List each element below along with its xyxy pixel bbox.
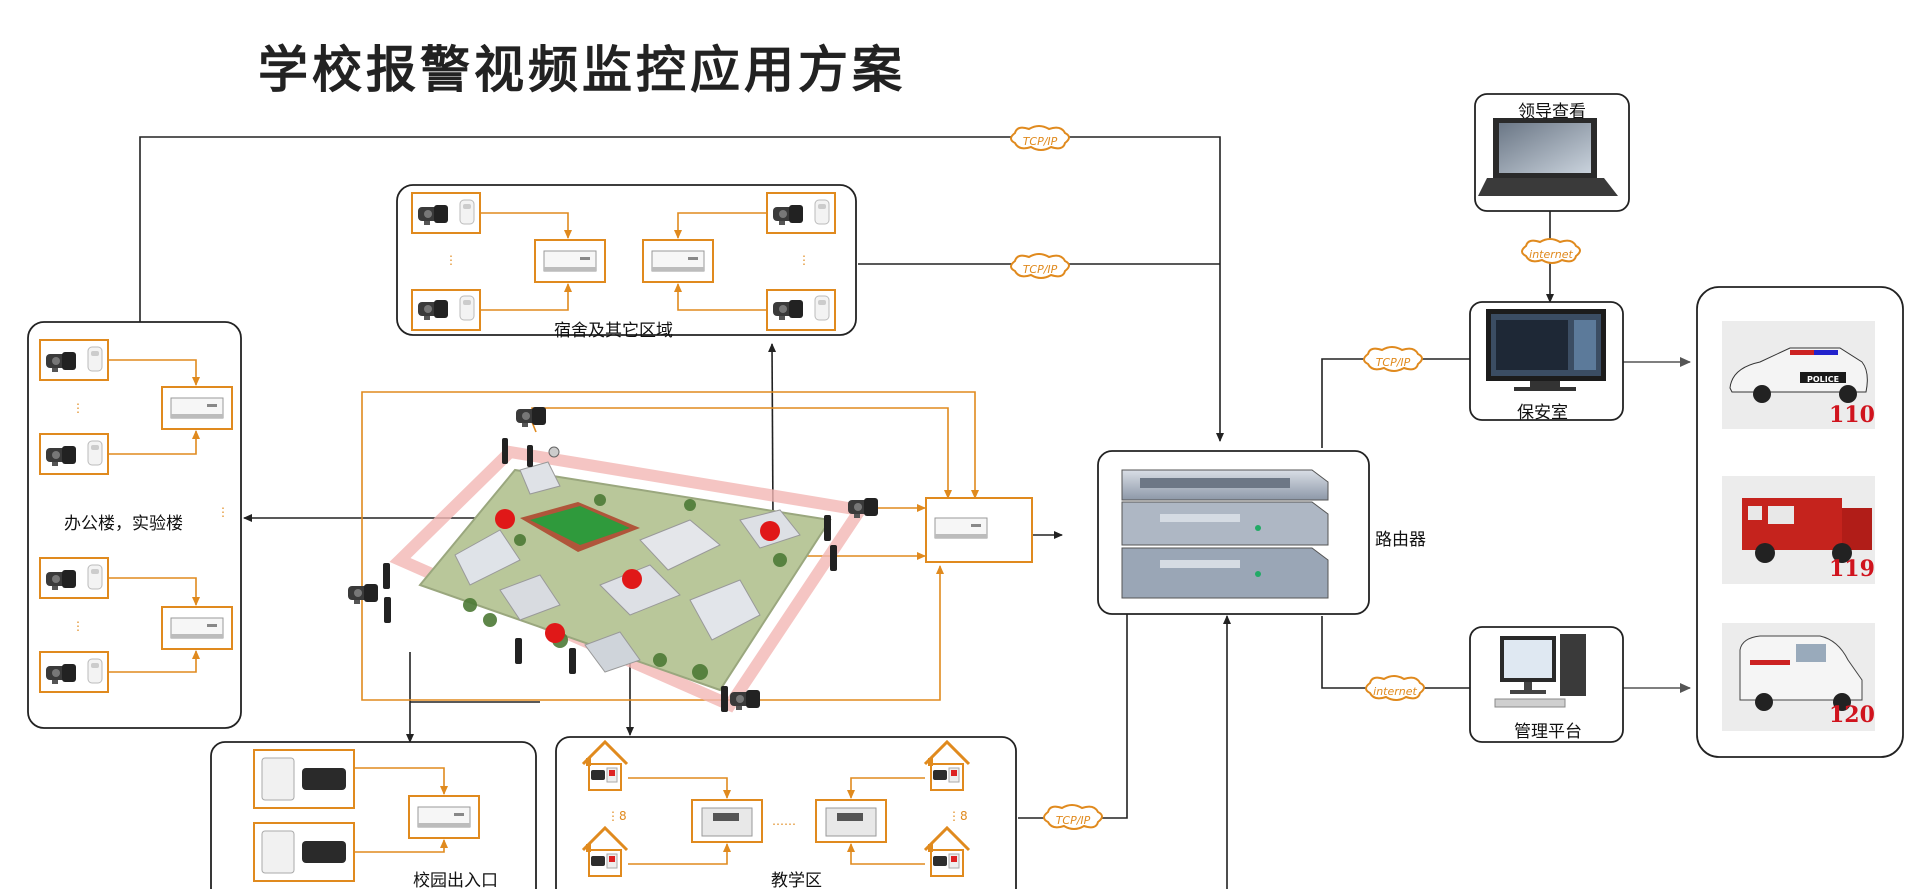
teaching-ellipsis: …… bbox=[772, 814, 796, 828]
number-110: 110 bbox=[1829, 402, 1875, 428]
internet-tag-management: internet bbox=[1365, 675, 1425, 701]
svg-text:⋮: ⋮ bbox=[217, 505, 229, 519]
svg-text:⋮8: ⋮8 bbox=[948, 809, 968, 823]
tcpip-tag-security: TCP/IP bbox=[1363, 346, 1423, 372]
teaching-panel: ⋮8 ⋮8 bbox=[555, 736, 1017, 889]
gate-label: 校园出入口 bbox=[413, 871, 498, 891]
gate-panel bbox=[210, 741, 537, 889]
internet-tag-label: internet bbox=[1529, 248, 1573, 261]
security-label: 保安室 bbox=[1517, 403, 1568, 423]
leader-label: 领导查看 bbox=[1518, 102, 1586, 122]
page-title: 学校报警视频监控应用方案 bbox=[258, 41, 906, 99]
emergency-panel bbox=[1696, 286, 1904, 758]
management-label: 管理平台 bbox=[1514, 722, 1582, 742]
tcpip-tag-label: TCP/IP bbox=[1023, 135, 1058, 148]
teaching-label: 教学区 bbox=[771, 871, 822, 891]
svg-text:⋮8: ⋮8 bbox=[607, 809, 627, 823]
link-router-security bbox=[1321, 358, 1470, 448]
tcpip-tag-label: TCP/IP bbox=[1376, 356, 1411, 369]
link-router-teaching bbox=[1018, 614, 1128, 819]
campus-aerial-view bbox=[348, 407, 1033, 713]
svg-text:⋮: ⋮ bbox=[445, 253, 457, 267]
tcpip-tag-teaching: TCP/IP bbox=[1043, 804, 1103, 830]
office-panel: ⋮ ⋮ ⋮ bbox=[27, 321, 242, 729]
tcpip-tag-top: TCP/IP bbox=[1010, 125, 1070, 151]
number-120: 120 bbox=[1829, 702, 1875, 728]
leader-panel bbox=[1474, 93, 1630, 212]
dorm-label: 宿舍及其它区域 bbox=[554, 321, 673, 341]
internet-tag-leader: internet bbox=[1521, 238, 1581, 264]
router-panel bbox=[1097, 450, 1370, 615]
tcpip-tag-label: TCP/IP bbox=[1023, 263, 1058, 276]
svg-text:⋮: ⋮ bbox=[72, 619, 84, 633]
police-text: POLICE bbox=[1807, 375, 1839, 384]
number-119: 119 bbox=[1829, 556, 1875, 582]
router-label: 路由器 bbox=[1375, 530, 1426, 550]
tcpip-tag-label: TCP/IP bbox=[1056, 814, 1091, 827]
tcpip-tag-dorm: TCP/IP bbox=[1010, 253, 1070, 279]
internet-tag-label: internet bbox=[1373, 685, 1417, 698]
office-label: 办公楼，实验楼 bbox=[64, 514, 183, 534]
dorm-panel: ⋮ ⋮ bbox=[396, 184, 857, 336]
svg-text:⋮: ⋮ bbox=[72, 401, 84, 415]
link-office-router bbox=[139, 136, 1224, 442]
management-panel bbox=[1469, 626, 1624, 743]
security-room-panel bbox=[1469, 301, 1624, 421]
svg-text:⋮: ⋮ bbox=[798, 253, 810, 267]
